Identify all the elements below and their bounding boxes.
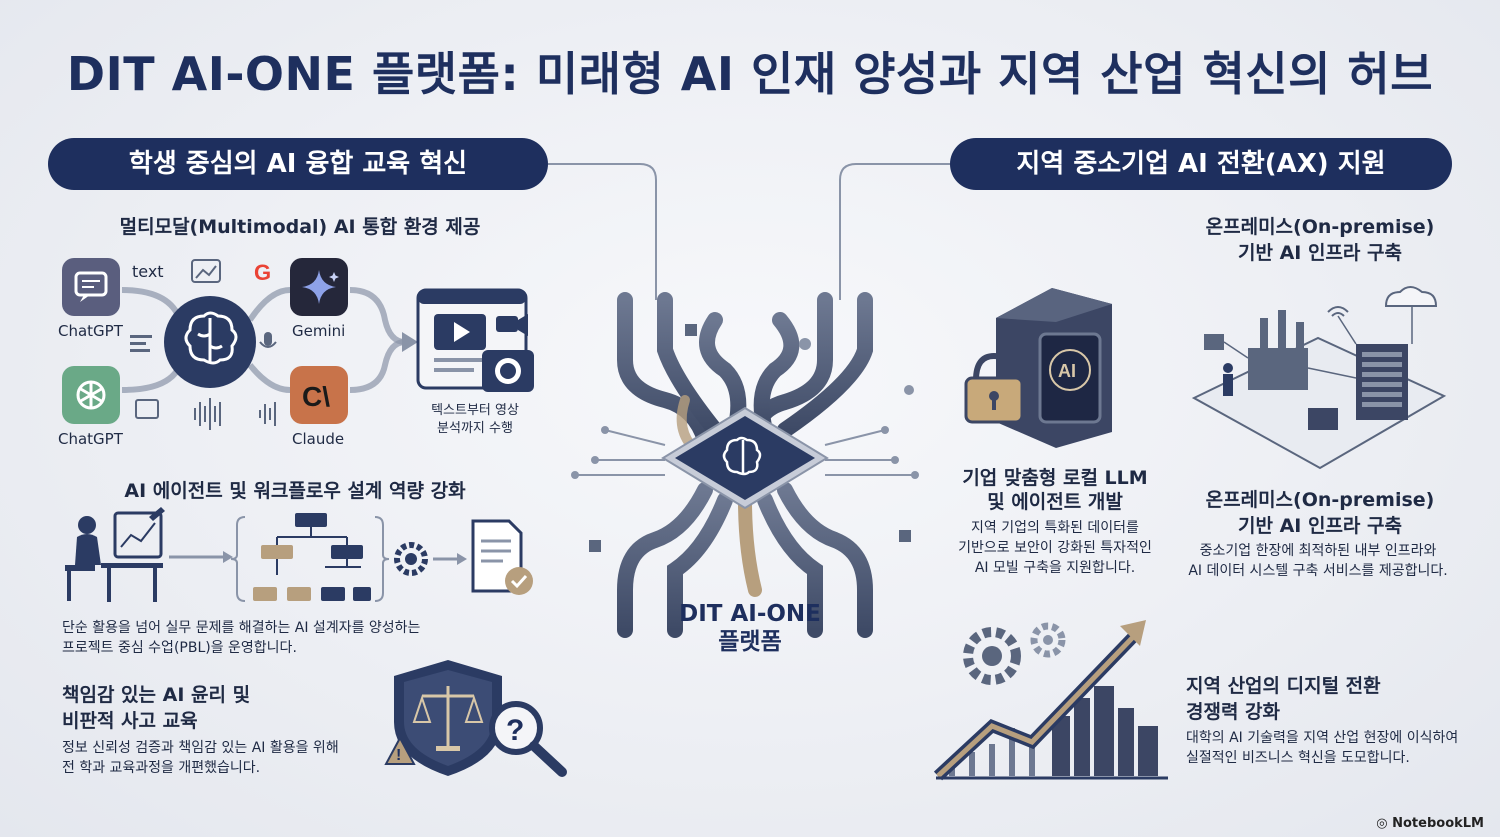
app-label-gemini: Gemini xyxy=(292,322,346,340)
secure-ai-server-illustration: AI xyxy=(964,288,1112,448)
person-icon xyxy=(1223,363,1233,396)
left-section-pill: 학생 중심의 AI 융합 교육 혁신 xyxy=(48,138,548,190)
llm-heading: 기업 맞춤형 로컬 LLM 및 에이전트 개발 xyxy=(962,467,1148,513)
onprem-top-heading: 온프레미스(On-premise) 기반 AI 인프라 구축 xyxy=(1205,216,1435,264)
rack-server-icon xyxy=(1356,344,1408,420)
text-tag: text xyxy=(132,262,164,281)
magnifier-question-icon: ? xyxy=(489,701,567,777)
svg-text:?: ? xyxy=(506,714,524,747)
gear-large-icon xyxy=(963,627,1021,685)
image-icon xyxy=(191,259,221,283)
mic-icon xyxy=(264,332,272,346)
svg-text:AI: AI xyxy=(1058,361,1076,381)
monitor-icon xyxy=(1204,334,1338,430)
multimodal-diagram: G xyxy=(121,259,534,430)
factory-icon xyxy=(1248,310,1308,390)
wifi-icon xyxy=(1327,306,1349,317)
picture-icon xyxy=(135,399,159,419)
svg-text:!: ! xyxy=(396,747,401,764)
shield-scale-icon xyxy=(394,660,502,776)
page-title: DIT AI-ONE 플랫폼: 미래형 AI 인재 양성과 지역 산업 혁신의 … xyxy=(66,47,1434,101)
app-label-claude: Claude xyxy=(292,430,345,448)
rising-arrow-icon xyxy=(933,620,1146,781)
chip-brain-icon xyxy=(722,436,762,476)
gear-small-icon xyxy=(1030,622,1066,658)
app-label-chatgpt-bottom: ChatGPT xyxy=(58,430,123,448)
app-label-chatgpt-top: ChatGPT xyxy=(58,322,123,340)
onprem-infrastructure-illustration xyxy=(1191,286,1447,470)
document-check-icon xyxy=(471,519,533,595)
video-analysis-icon xyxy=(416,288,534,392)
multimodal-output-caption: 텍스트부터 영상 분석까지 수행 xyxy=(431,403,519,436)
google-icon: G xyxy=(254,260,271,285)
llm-description: 지역 기업의 특화된 데이터를 기반으로 보안이 강화된 특자적인 AI 모빌 … xyxy=(958,520,1152,576)
chatgpt-chat-icon xyxy=(62,258,120,316)
gear-icon xyxy=(394,542,428,576)
agent-heading: AI 에이전트 및 워크플로우 설계 역량 강화 xyxy=(124,480,466,502)
cloud-icon xyxy=(1384,286,1438,307)
brain-icon xyxy=(184,311,238,365)
multimodal-heading: 멀티모달(Multimodal) AI 통합 환경 제공 xyxy=(119,216,481,238)
ethics-illustration: ! ? xyxy=(384,660,567,777)
person-at-desk-icon xyxy=(65,507,165,602)
svg-text:C\: C\ xyxy=(302,381,330,412)
processor-chip-icon xyxy=(661,406,829,510)
center-platform-label: DIT AI-ONE 플랫폼 xyxy=(679,601,821,655)
gemini-icon xyxy=(290,258,348,316)
ai-brain-chip-icon xyxy=(1049,349,1091,391)
waveform-icon xyxy=(194,398,276,430)
notebooklm-logo-icon: ◎ xyxy=(1376,816,1393,831)
digital-heading: 지역 산업의 디지털 전환 경쟁력 강화 xyxy=(1186,675,1381,723)
chatgpt-logo-icon xyxy=(62,366,120,424)
growth-chart-illustration xyxy=(933,620,1168,781)
padlock-icon xyxy=(964,352,1024,424)
city-skyline-icon xyxy=(1052,686,1158,776)
right-section-pill: 지역 중소기업 AI 전환(AX) 지원 xyxy=(950,138,1452,190)
warning-icon: ! xyxy=(384,735,416,765)
claude-icon: C\ xyxy=(290,366,348,424)
ethics-heading: 책임감 있는 AI 윤리 및 비판적 사고 교육 xyxy=(62,684,251,732)
central-chip-illustration xyxy=(571,292,919,638)
workflow-diagram xyxy=(65,507,533,602)
notebooklm-watermark: ◎ NotebookLM xyxy=(1376,816,1484,831)
digital-description: 대학의 AI 기술력을 지역 산업 현장에 이식하여 실절적인 비즈니스 혁신을… xyxy=(1186,730,1459,766)
agent-description: 단순 활용을 넘어 실무 문제를 해결하는 AI 설계자를 양성하는 프로젝트 … xyxy=(62,620,421,656)
ethics-description: 정보 신뢰성 검증과 책임감 있는 AI 활용을 위해 전 학과 교육과정을 개… xyxy=(62,740,339,776)
onprem-description: 중소기업 한장에 최적하된 내부 인프라와 AI 데이터 시스텔 구축 서비스를… xyxy=(1188,543,1448,579)
onprem-heading: 온프레미스(On-premise) 기반 AI 인프라 구축 xyxy=(1205,489,1435,537)
